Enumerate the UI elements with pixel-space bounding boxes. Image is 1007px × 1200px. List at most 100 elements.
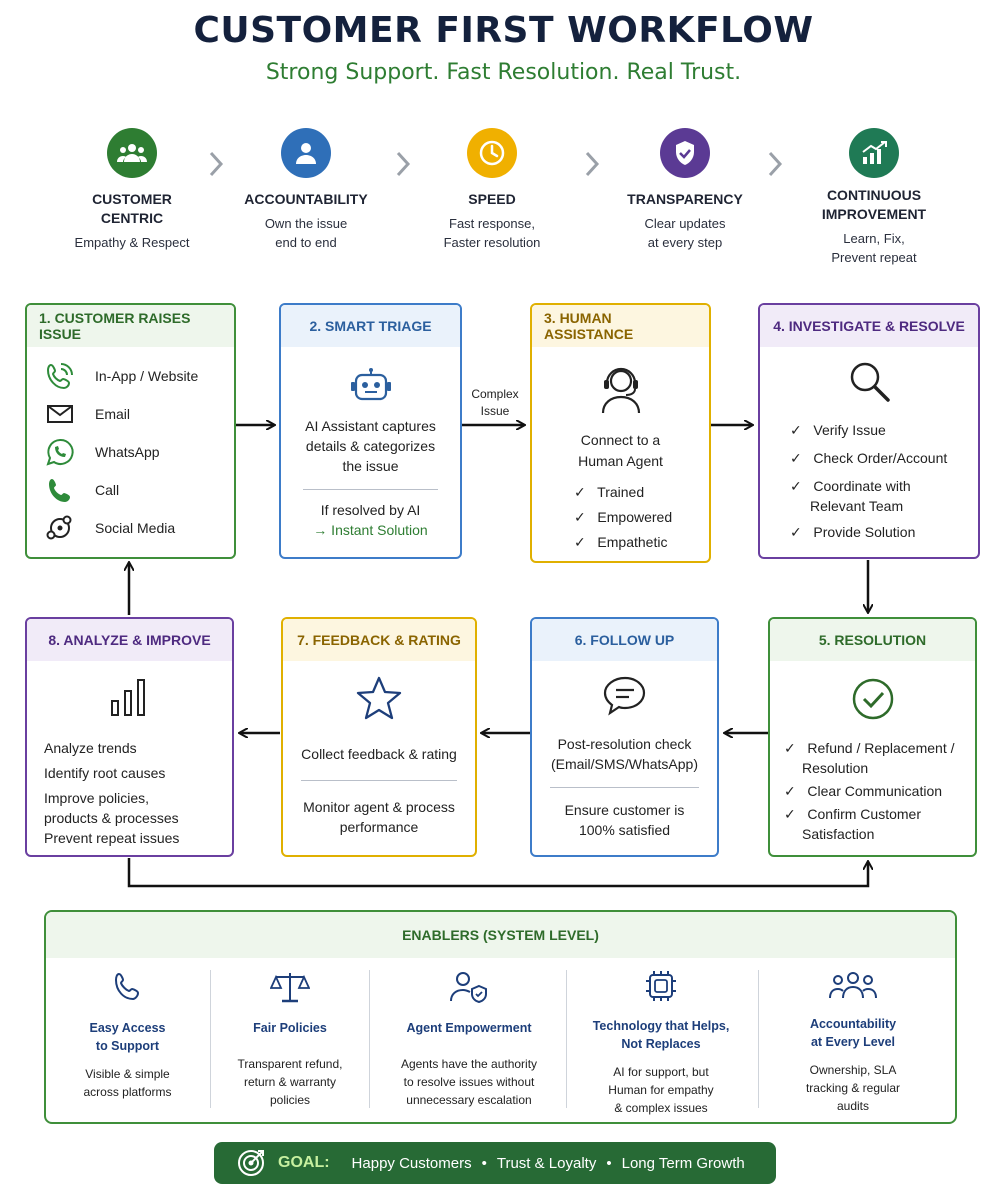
check-item: ✓ Refund / Replacement / — [784, 738, 975, 758]
step-text: Human Agent — [578, 453, 663, 469]
page-subtitle: Strong Support. Fast Resolution. Real Tr… — [265, 60, 742, 85]
principle-desc: Clear updates — [644, 216, 726, 231]
complex-label-line: Complex — [471, 387, 519, 401]
step-text: (Email/SMS/WhatsApp) — [550, 756, 699, 772]
people-icon — [107, 128, 157, 178]
clock-icon — [467, 128, 517, 178]
check-label: Clear Communication — [807, 783, 943, 799]
step-title: 3. HUMAN ASSISTANCE — [532, 305, 709, 347]
principle-name: CONTINUOUS — [826, 187, 922, 203]
check-icon: ✓ — [790, 478, 802, 494]
bullet-separator: • — [606, 1154, 612, 1172]
shield-icon — [660, 128, 710, 178]
check-label: Trained — [597, 484, 645, 500]
complex-issue-label: Complex Issue — [466, 386, 524, 420]
principle-desc: Own the issue — [264, 216, 348, 231]
target-icon — [238, 1150, 264, 1176]
divider — [550, 787, 699, 788]
check-icon: ✓ — [790, 524, 802, 540]
enabler-desc: across platforms — [83, 1085, 172, 1099]
enabler-desc: Visible & simple — [85, 1067, 170, 1081]
check-label: Empowered — [597, 509, 673, 525]
step-text: Connect to a — [580, 432, 661, 448]
chevron-right-icon — [209, 151, 224, 177]
step-text: Prevent repeat issues — [44, 830, 180, 846]
step-text: products & processes — [44, 810, 179, 826]
magnifier-icon — [850, 362, 890, 402]
check-item-continued: Satisfaction — [784, 824, 975, 844]
enabler-desc: & complex issues — [614, 1101, 708, 1115]
enabler-desc: Agents have the authority — [400, 1057, 538, 1071]
check-label: Coordinate with — [813, 478, 911, 494]
enabler-title: at Every Level — [810, 1035, 896, 1049]
enabler-desc: to resolve issues without — [403, 1075, 535, 1089]
agent-shield-icon — [450, 972, 487, 1004]
phone-chat-icon — [46, 363, 73, 390]
enabler-agent-empowerment: Agent Empowerment Agents have the author… — [371, 970, 567, 1109]
enabler-title: Technology that Helps, — [592, 1019, 730, 1033]
enabler-separator — [566, 970, 567, 1108]
principle-name: TRANSPARENCY — [627, 191, 743, 207]
step-2-card: 2. SMART TRIAGE AI Assistant captures de… — [279, 303, 462, 559]
chip-icon — [646, 971, 676, 1001]
chevron-right-icon — [396, 151, 411, 177]
team-icon — [829, 972, 877, 999]
step-text: the issue — [342, 458, 399, 474]
check-icon: ✓ — [784, 783, 796, 799]
step-7-card: 7. FEEDBACK & RATING Collect feedback & … — [281, 617, 477, 857]
enabler-desc: return & warranty — [243, 1075, 337, 1089]
social-network-icon — [46, 515, 72, 540]
step-text: Analyze trends — [44, 740, 137, 756]
complex-label-line: Issue — [480, 404, 510, 418]
check-item: ✓ Confirm Customer — [784, 804, 975, 824]
check-item: ✓ Check Order/Account — [790, 448, 978, 468]
step-title: 6. FOLLOW UP — [532, 619, 717, 661]
flow-arrows — [0, 0, 1007, 888]
enabler-separator — [210, 970, 211, 1108]
check-label: Relevant Team — [810, 498, 904, 514]
goal-banner: GOAL: Happy Customers • Trust & Loyalty … — [214, 1142, 776, 1184]
step-text: 100% satisfied — [578, 822, 671, 838]
principle-desc: Prevent repeat — [831, 250, 917, 265]
step-text: performance — [339, 819, 419, 835]
principle-desc: Empathy & Respect — [74, 235, 190, 250]
channel-item: WhatsApp — [45, 433, 234, 471]
step-title: 8. ANALYZE & IMPROVE — [27, 619, 232, 661]
email-icon — [47, 405, 73, 423]
step-title: 5. RESOLUTION — [770, 619, 975, 661]
channel-item: Email — [45, 395, 234, 433]
page-title: CUSTOMER FIRST WORKFLOW — [193, 10, 814, 51]
check-icon: ✓ — [784, 806, 796, 822]
channel-label: Social Media — [95, 520, 176, 536]
enabler-technology: Technology that Helps,Not Replaces AI fo… — [568, 970, 754, 1117]
step-title: 2. SMART TRIAGE — [281, 305, 460, 347]
step-8-card: 8. ANALYZE & IMPROVE Analyze trends Iden… — [25, 617, 234, 857]
enabler-separator — [758, 970, 759, 1108]
growth-chart-icon — [849, 128, 899, 178]
check-icon: ✓ — [790, 450, 802, 466]
enabler-title: to Support — [95, 1039, 160, 1053]
star-icon — [356, 676, 402, 720]
step-text: If resolved by AI — [320, 502, 421, 518]
person-icon — [281, 128, 331, 178]
check-icon: ✓ — [784, 740, 796, 756]
headset-agent-icon — [601, 367, 640, 414]
step-title: 7. FEEDBACK & RATING — [283, 619, 475, 661]
check-label: Confirm Customer — [807, 806, 921, 822]
enabler-desc: Transparent refund, — [237, 1057, 343, 1071]
enabler-desc: tracking & regular — [805, 1081, 901, 1095]
step-title: 1. CUSTOMER RAISES ISSUE — [27, 305, 234, 347]
divider — [301, 780, 457, 781]
check-label: Satisfaction — [802, 826, 875, 842]
principle-name: CUSTOMER — [92, 191, 172, 207]
check-label: Resolution — [802, 760, 869, 776]
check-item-continued: Relevant Team — [790, 496, 978, 516]
step-text: Identify root causes — [44, 765, 166, 781]
enablers-title: ENABLERS (SYSTEM LEVEL) — [46, 912, 955, 958]
